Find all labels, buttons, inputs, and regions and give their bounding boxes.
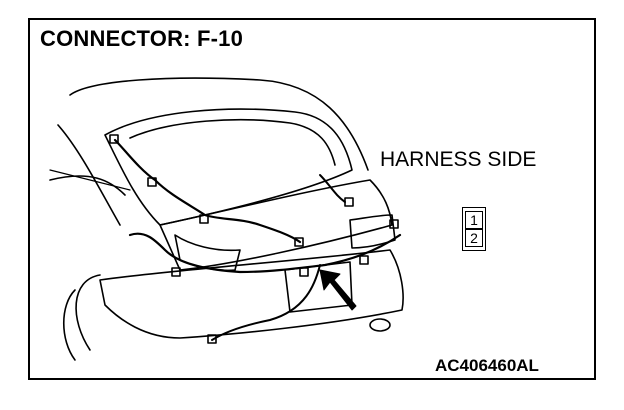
harness-connector xyxy=(294,237,304,247)
harness-connector xyxy=(344,197,354,207)
harness-wire-lower xyxy=(128,232,402,274)
harness-wire-branch xyxy=(211,264,321,341)
rear-glass-outline xyxy=(104,108,353,226)
harness-connector xyxy=(147,177,157,187)
harness-connector xyxy=(299,267,309,277)
connector-title: CONNECTOR: F-10 xyxy=(40,26,244,51)
harness-connector xyxy=(199,214,209,224)
rear-glass-inner xyxy=(129,118,336,166)
harness-connector xyxy=(109,134,119,144)
harness-connector xyxy=(171,267,181,277)
connector-pin-1: 1 xyxy=(465,211,483,229)
harness-side-label: HARNESS SIDE xyxy=(380,148,537,171)
car-rear-illustration xyxy=(49,77,404,361)
rear-roof-outline xyxy=(69,77,369,171)
rear-bumper xyxy=(99,249,404,339)
harness-connector xyxy=(207,334,217,344)
harness-wire-upper xyxy=(113,138,302,244)
wheel-arch xyxy=(75,274,101,351)
trunk-lid xyxy=(159,179,393,271)
tail-lamp-left xyxy=(174,234,241,272)
diagram-frame: CONNECTOR: F-10 HARNESS SIDE 1 2 AC40646… xyxy=(28,18,596,380)
harness-connector xyxy=(389,219,399,229)
connector-pin-2: 2 xyxy=(465,229,483,247)
rear-tire xyxy=(62,289,76,361)
exhaust-pipe xyxy=(369,318,391,332)
harness-wire-roof xyxy=(319,174,346,203)
connector-symbol-icon: 1 2 xyxy=(462,207,486,251)
pointer-arrow-icon xyxy=(319,269,357,311)
harness-connector xyxy=(359,255,369,265)
body-upper-side xyxy=(57,124,121,226)
tail-lamp-right xyxy=(349,214,396,249)
figure-code: AC406460AL xyxy=(435,356,539,375)
body-side-line xyxy=(49,175,126,196)
leader-line xyxy=(49,169,131,191)
connector-housing xyxy=(462,207,486,251)
